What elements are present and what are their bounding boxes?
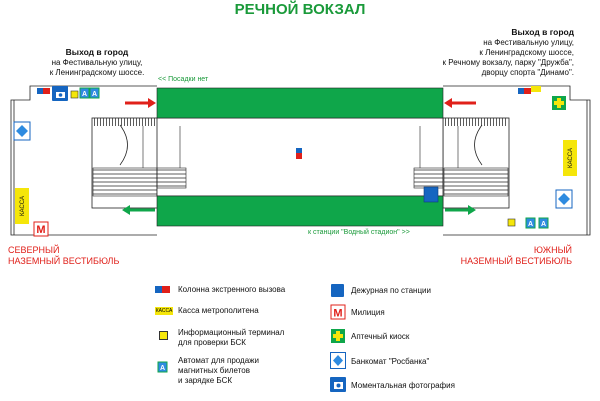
north-stairs-bottom (92, 167, 158, 197)
exit-right-text: Выход в город на Фестивальную улицу, к Л… (400, 27, 574, 78)
track-top-label: << Посадки нет (158, 76, 209, 83)
legend-info-terminal-l1: Информационный терминал (178, 328, 285, 337)
arrow-in-right (444, 98, 476, 108)
atm-north-icon (13, 121, 31, 141)
kassa-south-label: КАССА (568, 148, 574, 168)
exit-left-text: Выход в город на Фестивальную улицу, к Л… (22, 47, 172, 78)
south-escalator-curve (474, 124, 483, 166)
north-stairs-top (93, 118, 157, 126)
exit-left-heading: Выход в город (65, 47, 129, 57)
ticket-machine-south-1: A (525, 217, 536, 229)
kassa-south-top (531, 86, 541, 92)
south-lobby-line2: НАЗЕМНЫЙ ВЕСТИБЮЛЬ (460, 256, 572, 266)
info-terminal-north (70, 90, 79, 99)
legend-emergency-icon (155, 286, 170, 293)
exit-right-line1: на Фестивальную улицу, (483, 38, 574, 47)
ticket-machine-north-1: A (79, 87, 90, 99)
legend-ticket-l1: Автомат для продажи (178, 356, 259, 365)
kassa-north: КАССА (15, 188, 29, 224)
legend-militia-text: Милиция (351, 308, 385, 317)
north-lobby-label: СЕВЕРНЫЙ НАЗЕМНЫЙ ВЕСТИБЮЛЬ (8, 245, 119, 267)
south-lobby-label: ЮЖНЫЙ НАЗЕМНЫЙ ВЕСТИБЮЛЬ (440, 245, 572, 267)
legend-photo-text: Моментальная фотография (351, 381, 455, 390)
platform-stairs-left (156, 167, 187, 189)
emergency-column-platform (296, 148, 302, 153)
atm-south-icon (555, 189, 573, 209)
ticket-machine-south-1-letter: A (528, 221, 533, 228)
exit-right-line4: дворцу спорта "Динамо". (481, 68, 574, 77)
legend-atm-text: Банкомат "Росбанка" (351, 357, 430, 366)
kassa-south: КАССА (563, 140, 577, 176)
ticket-machine-north-2: A (89, 87, 100, 99)
legend-info-terminal-l2: для проверки БСК (178, 338, 246, 347)
south-stairs-top (444, 118, 508, 126)
ticket-machine-north-1-letter: A (82, 91, 87, 98)
info-terminal-south (507, 218, 516, 227)
legend-attendant-text: Дежурная по станции (351, 286, 431, 295)
north-lobby-line1: СЕВЕРНЫЙ (8, 245, 60, 255)
kassa-north-label: КАССА (20, 196, 26, 216)
pharmacy-south-icon (552, 96, 566, 110)
page-title: РЕЧНОЙ ВОКЗАЛ (234, 1, 366, 18)
ticket-machine-south-2-letter: A (541, 221, 546, 228)
legend-militia-letter: M (333, 308, 342, 320)
ticket-machine-south-2: A (538, 217, 549, 229)
exit-right-line3: к Речному вокзалу, парку "Дружба", (442, 58, 574, 67)
exit-left-line1: на Фестивальную улицу, (51, 58, 143, 67)
north-escalator-curve (119, 124, 128, 166)
militia-north-icon: M (33, 221, 49, 237)
ticket-machine-north-2-letter: A (92, 91, 97, 98)
north-lobby-line2: НАЗЕМНЫЙ ВЕСТИБЮЛЬ (8, 256, 120, 266)
south-stairs-bottom (443, 167, 509, 197)
station-plan: A A КАССА M КАССА A A (10, 85, 591, 237)
legend-ticket-machine-icon: A (157, 361, 168, 373)
emergency-column-south (518, 88, 524, 94)
exit-right-line2: к Ленинградскому шоссе, (479, 48, 574, 57)
legend-militia-icon: M (330, 304, 346, 320)
exit-left-line2: к Ленинградскому шоссе. (49, 68, 145, 77)
platform-stairs-right (413, 167, 444, 189)
legend-ticket-l3: и зарядке БСК (178, 376, 233, 385)
attendant-booth (423, 186, 439, 203)
arrow-out-left (122, 205, 155, 215)
legend-ticket-machine-letter: A (160, 365, 165, 372)
track-bottom-label: к станции "Водный стадион" >> (308, 229, 410, 236)
emergency-column-north (37, 88, 43, 94)
legend-kassa-text: Касса метрополитена (178, 306, 259, 315)
legend-emergency-text: Колонна экстренного вызова (178, 285, 286, 294)
legend-ticket-l2: магнитных билетов (178, 366, 250, 375)
legend-kassa-icon: КАССА (155, 307, 173, 315)
legend-attendant-icon (331, 284, 344, 297)
legend-info-terminal-icon (159, 331, 168, 340)
legend-ticket-machine-text: Автомат для продажи магнитных билетов и … (178, 356, 259, 386)
legend-pharmacy-icon (331, 329, 345, 343)
arrow-out-right (445, 205, 476, 215)
exit-right-heading: Выход в город (511, 27, 574, 37)
track-top (156, 87, 444, 119)
legend-photo-icon (330, 377, 346, 392)
legend-pharmacy-text: Аптечный киоск (351, 332, 410, 341)
track-bottom (156, 195, 444, 227)
arrow-in-left (125, 98, 156, 108)
legend-atm-icon (330, 352, 346, 369)
photo-booth-north-icon (52, 86, 68, 101)
south-lobby-line1: ЮЖНЫЙ (533, 245, 572, 255)
militia-north-letter: M (36, 224, 45, 236)
north-vestibule (10, 85, 159, 236)
legend-info-terminal-text: Информационный терминал для проверки БСК (178, 328, 284, 348)
